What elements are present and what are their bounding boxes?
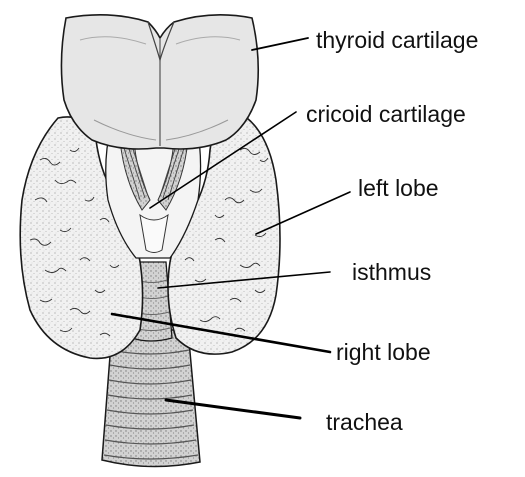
leader-thyroid-cartilage [252,38,308,50]
thyroid-cartilage-shape [61,15,258,149]
label-left-lobe: left lobe [358,175,439,201]
label-isthmus: isthmus [352,259,431,285]
label-right-lobe: right lobe [336,339,431,365]
label-cricoid-cartilage: cricoid cartilage [306,101,466,127]
label-trachea: trachea [326,409,403,435]
label-thyroid-cartilage: thyroid cartilage [316,27,478,53]
